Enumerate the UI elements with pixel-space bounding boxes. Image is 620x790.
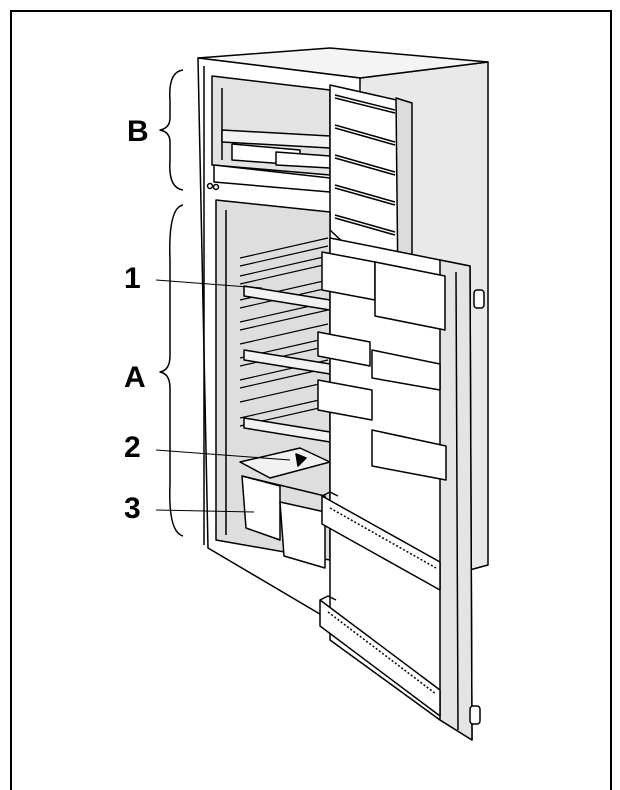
fridge-illustration <box>155 47 489 741</box>
control-knob <box>212 183 220 191</box>
fridge-door <box>317 237 485 741</box>
label-callout-3: 3 <box>124 492 141 525</box>
label-callout-2: 2 <box>124 431 141 464</box>
label-callout-1: 1 <box>124 262 141 295</box>
door-shelf <box>317 331 371 367</box>
freezer-compartment <box>206 75 331 193</box>
freezer-door <box>329 84 413 293</box>
leader-line-1 <box>155 279 263 289</box>
door-shelf <box>317 379 373 421</box>
leader-line-2 <box>155 449 291 461</box>
bottle-rack <box>319 599 441 717</box>
label-compartment-b: B <box>127 115 149 148</box>
figure-frame <box>10 10 612 790</box>
leader-line-3 <box>155 509 255 513</box>
fridge-compartment <box>215 199 331 569</box>
brace-a <box>159 204 184 537</box>
label-compartment-a: A <box>124 361 146 394</box>
brace-b <box>159 69 184 191</box>
control-knob <box>206 182 214 190</box>
